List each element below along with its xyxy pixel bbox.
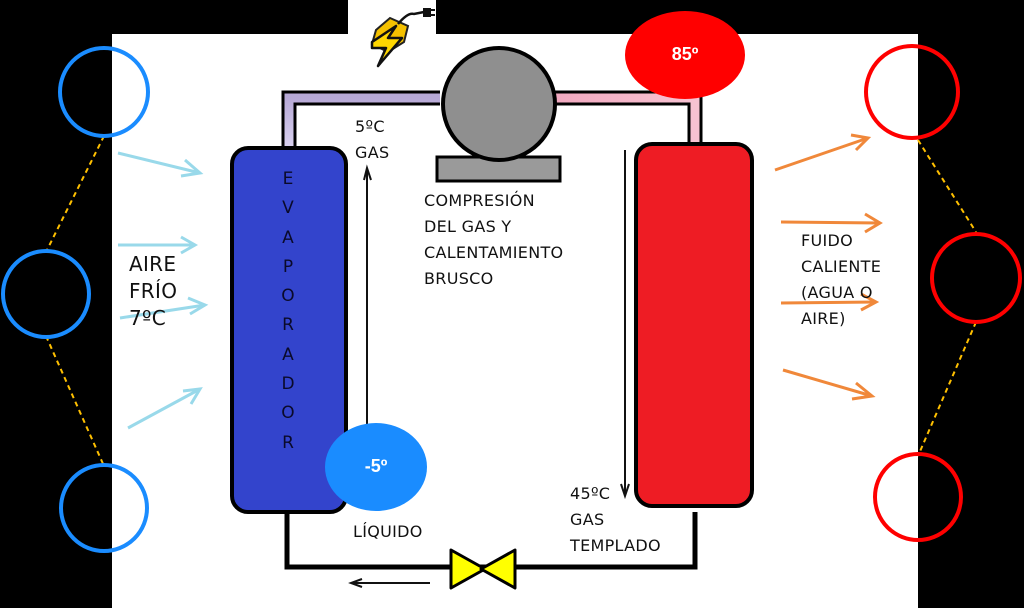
evaporator-letter: O [281,403,295,424]
flow-arrow-down-right [620,150,630,500]
expansion-valve-icon [449,548,517,590]
cold-side-circles [1,46,150,553]
cold-temperature-text: -5º [364,456,388,476]
compression-label: COMPRESIÓN DEL GAS Y CALENTAMIENTO BRUSC… [424,191,564,288]
evaporator-letter: R [282,432,294,453]
power-plug-lightning-icon [370,8,435,68]
flow-arrow-bottom-left [348,578,430,588]
evaporator-tank [230,146,348,514]
evaporator-letter: R [282,315,294,336]
evaporator-letter: E [282,169,294,189]
hot-fluid-arrows [774,133,883,401]
evaporator-letter: D [281,374,295,395]
hot-temperature-text: 85º [671,44,699,64]
evaporator-letter: V [282,198,294,219]
hot-side-circles [864,44,1022,542]
evaporator-letter: A [282,344,294,365]
hot-fluid-label: FUIDO CALIENTE (AGUA O AIRE) [801,231,882,328]
flow-arrow-up-left [363,164,372,455]
gas-cold-label: 5ºC GAS [355,117,390,162]
evaporator-letter: P [282,256,294,277]
cold-air-label: AIRE FRÍO 7ºC [129,252,178,330]
cold-air-arrows [117,151,209,430]
liquid-label: LÍQUIDO [353,522,423,541]
gas-warm-label: 45ºC GAS TEMPLADO [570,484,661,555]
hot-temperature-badge [625,11,745,99]
cold-temperature-badge [325,423,427,511]
condenser-tank [634,142,754,508]
evaporator-letter: A [282,227,294,248]
evaporator-letter: O [281,286,295,307]
compressor-icon [435,46,562,183]
